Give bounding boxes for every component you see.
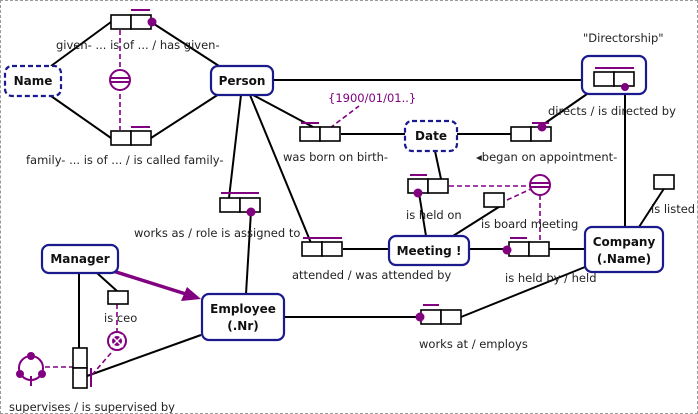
entity-date-label: Date — [415, 129, 447, 143]
label-family-name: family- ... is of ... / is called family… — [26, 153, 224, 167]
ceo-constraint-icon — [107, 331, 127, 351]
entity-meeting-label: Meeting ! — [397, 244, 462, 258]
objectified-directorship[interactable] — [580, 54, 648, 96]
label-works-as: works as / role is assigned to — [134, 226, 300, 240]
label-held-by: is held by / held — [505, 271, 597, 285]
connector-family-person — [150, 93, 220, 139]
entity-meeting[interactable]: Meeting ! — [387, 234, 471, 267]
mandatory-dot — [621, 83, 629, 91]
entity-company-label-2: (.Name) — [597, 252, 651, 266]
label-works-at: works at / employs — [419, 337, 528, 351]
label-directorship: "Directorship" — [583, 31, 664, 45]
entity-manager[interactable]: Manager — [40, 243, 120, 275]
fact-attended[interactable] — [301, 237, 343, 257]
label-born-on: was born on birth- — [283, 150, 388, 164]
label-is-ceo: is ceo — [104, 311, 137, 325]
fact-held-by[interactable] — [502, 237, 550, 257]
label-is-listed: is listed — [651, 202, 695, 216]
label-began-on: ◂began on appointment- — [476, 150, 617, 164]
entity-company-label-1: Company — [593, 235, 656, 249]
ring-constraint-icon — [16, 352, 46, 386]
mandatory-dot — [537, 122, 547, 132]
entity-person-label: Person — [219, 74, 266, 88]
label-given-name: given- ... is of ... / has given- — [56, 38, 220, 52]
fact-born-on[interactable] — [299, 122, 341, 142]
connector-given-person — [150, 21, 220, 67]
entity-employee-label-1: Employee — [210, 302, 276, 316]
connector-name-family — [50, 95, 112, 139]
fact-board-meeting[interactable] — [483, 192, 505, 208]
connector-name-given — [50, 21, 112, 67]
subtype-arrow-icon — [112, 269, 201, 301]
role-connectors — [50, 21, 666, 377]
fact-family-name[interactable] — [110, 126, 152, 146]
equality-constraint-icon — [109, 69, 131, 91]
fact-works-at[interactable] — [415, 304, 462, 325]
connector-beganon-directorship — [540, 93, 588, 127]
label-board-meeting: is board meeting — [481, 217, 578, 231]
label-directs: directs / is directed by — [548, 104, 676, 118]
connector-person-bornon — [252, 94, 314, 128]
role-box — [593, 71, 615, 87]
connector-manager-ceo — [96, 272, 118, 292]
entity-name-label: Name — [14, 74, 53, 88]
connector-worksat-company — [460, 266, 586, 318]
connector-person-attended — [249, 94, 312, 244]
value-constraint-label: {1900/01/01..} — [328, 91, 416, 105]
connector-worksas-employee — [245, 210, 252, 295]
fact-is-listed[interactable] — [653, 174, 675, 190]
connector-boardmeeting-meeting — [452, 204, 503, 237]
exclusion-constraint-icon — [529, 174, 551, 196]
label-held-on: is held on — [406, 208, 462, 222]
ceo-constraint-to-supervises — [90, 352, 112, 377]
connector-listed-company — [638, 186, 666, 228]
fact-given-name[interactable] — [110, 9, 157, 30]
value-constraint-link — [329, 105, 360, 129]
entity-person[interactable]: Person — [209, 64, 275, 97]
fact-supervises[interactable] — [72, 347, 92, 389]
entity-company[interactable]: Company (.Name) — [583, 225, 665, 274]
connector-person-worksas — [228, 94, 242, 199]
mandatory-dot — [415, 312, 425, 322]
label-supervises: supervises / is supervised by — [9, 400, 175, 413]
fact-is-ceo[interactable] — [107, 290, 129, 305]
exclusion-link-board — [506, 188, 532, 201]
mandatory-dot — [246, 207, 256, 217]
entity-manager-label: Manager — [50, 252, 109, 266]
connector-heldon-meeting — [418, 192, 427, 237]
fact-began-on[interactable] — [510, 122, 552, 142]
fact-works-as[interactable] — [219, 192, 261, 217]
mandatory-dot — [502, 245, 512, 255]
entity-name[interactable]: Name — [3, 64, 63, 98]
connector-date-heldon — [434, 150, 442, 180]
mandatory-dot — [147, 17, 157, 27]
mandatory-dot — [413, 188, 423, 198]
connector-supervises-employee — [86, 334, 202, 377]
entity-employee-label-2: (.Nr) — [227, 319, 259, 333]
entity-date[interactable]: Date — [403, 119, 459, 153]
label-attended: attended / was attended by — [292, 268, 451, 282]
fact-held-on[interactable] — [407, 174, 449, 198]
entity-employee[interactable]: Employee (.Nr) — [200, 292, 286, 342]
